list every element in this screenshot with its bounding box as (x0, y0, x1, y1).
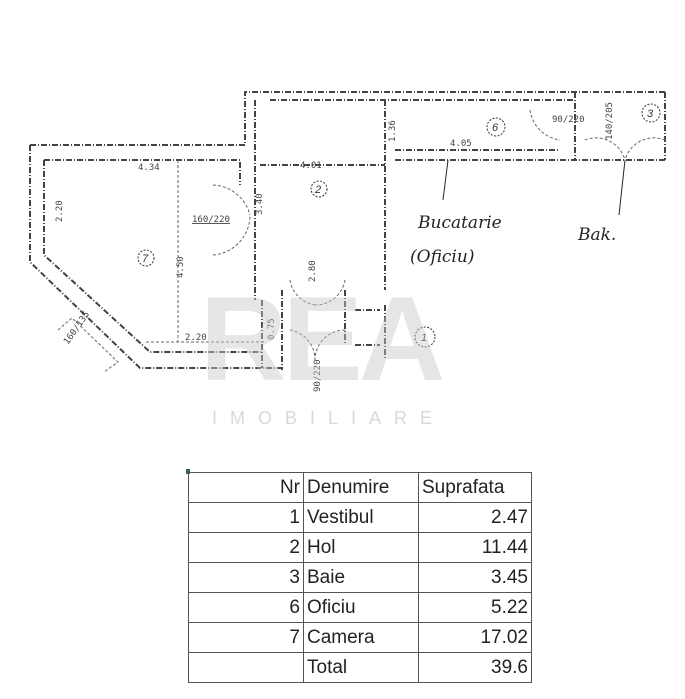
cell-name: Camera (303, 622, 419, 653)
cell-nr: 3 (188, 562, 304, 593)
cell-nr: 2 (188, 532, 304, 563)
svg-text:2.20: 2.20 (185, 333, 207, 343)
cell-area: 2.47 (418, 502, 532, 533)
svg-text:2.80: 2.80 (308, 260, 318, 282)
handwritten-notes: Bucatarie (Oficiu) Bak. (410, 159, 626, 267)
door-swings (212, 109, 666, 361)
svg-text:4.50: 4.50 (176, 256, 186, 278)
header-nr: Nr (188, 472, 304, 503)
svg-text:90/220: 90/220 (552, 115, 585, 125)
svg-text:1.36: 1.36 (388, 120, 398, 142)
cell-nr: 7 (188, 622, 304, 653)
cell-nr (188, 652, 304, 683)
table-header-row: Nr Denumire Suprafata (188, 472, 532, 503)
svg-text:2: 2 (314, 184, 321, 196)
svg-text:1: 1 (421, 332, 427, 344)
cell-name: Vestibul (303, 502, 419, 533)
svg-text:0.75: 0.75 (267, 318, 277, 340)
svg-text:3.40: 3.40 (255, 193, 265, 215)
walls (29, 91, 666, 373)
watermark-subtitle: IMOBILIARE (212, 408, 446, 428)
cell-area: 39.6 (418, 652, 532, 683)
cell-name: Baie (303, 562, 419, 593)
room-numbers: 7 2 6 3 1 (137, 103, 661, 348)
cell-name: Oficiu (303, 592, 419, 623)
cell-name: Hol (303, 532, 419, 563)
svg-text:4.34: 4.34 (138, 163, 160, 173)
svg-text:160/135: 160/135 (62, 310, 92, 347)
svg-text:4.05: 4.05 (450, 139, 472, 149)
svg-text:7: 7 (142, 253, 149, 265)
svg-text:140/205: 140/205 (605, 102, 615, 140)
cell-area: 17.02 (418, 622, 532, 653)
cell-selection-marker (186, 469, 190, 474)
svg-text:3: 3 (647, 108, 654, 120)
svg-text:4.01: 4.01 (300, 161, 322, 171)
cell-area: 11.44 (418, 532, 532, 563)
cell-area: 3.45 (418, 562, 532, 593)
floor-plan: 4.34 2.20 160/220 4.50 3.40 4.01 1.36 4.… (29, 91, 666, 392)
svg-text:90/220: 90/220 (313, 359, 323, 392)
svg-text:Bak.: Bak. (577, 225, 616, 245)
cell-nr: 1 (188, 502, 304, 533)
cell-nr: 6 (188, 592, 304, 623)
cell-area: 5.22 (418, 592, 532, 623)
header-area: Suprafata (418, 472, 532, 503)
watermark-logo: REA (200, 272, 445, 406)
svg-text:Bucatarie: Bucatarie (417, 213, 502, 233)
cell-name: Total (303, 652, 419, 683)
svg-text:6: 6 (492, 122, 499, 134)
header-name: Denumire (303, 472, 419, 503)
svg-text:(Oficiu): (Oficiu) (410, 247, 474, 267)
svg-text:2.20: 2.20 (55, 200, 65, 222)
svg-text:160/220: 160/220 (192, 215, 230, 225)
